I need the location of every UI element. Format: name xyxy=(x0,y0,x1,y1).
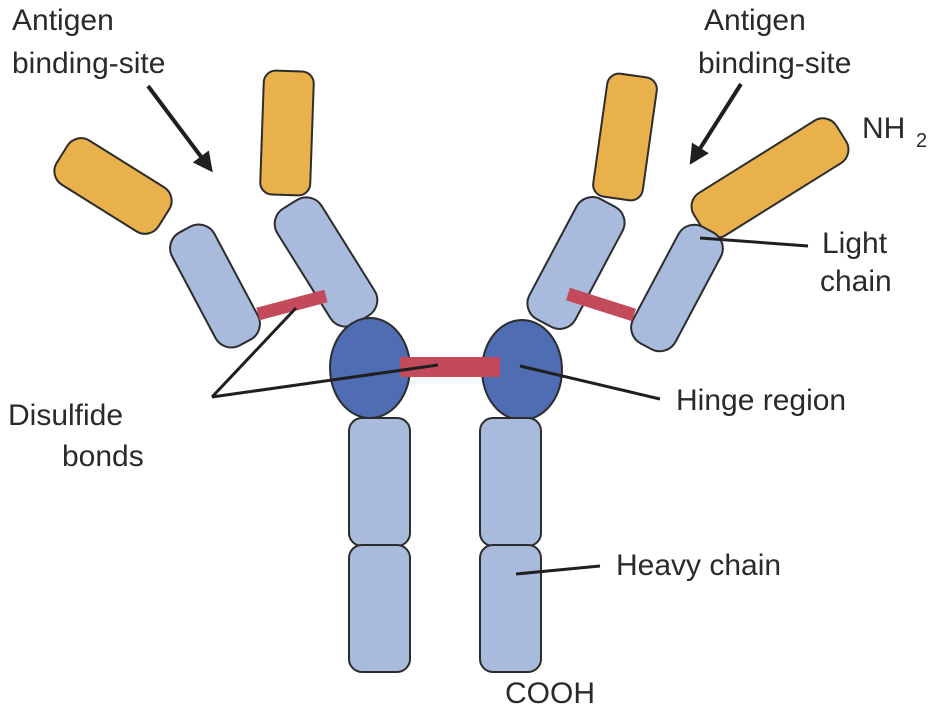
right-antigen-arrow xyxy=(694,84,741,158)
right-heavy-constant-domain-3 xyxy=(480,545,541,672)
left-heavy-constant-domain-3 xyxy=(349,545,410,672)
antigen-binding-site-left-label-line1: Antigen xyxy=(12,4,114,37)
antigen-binding-site-right-label-line2: binding-site xyxy=(698,47,851,80)
disulfide-bonds-label-line1: Disulfide xyxy=(8,399,123,432)
left-hinge-domain xyxy=(330,318,410,418)
antigen-binding-site-left-label-line2: binding-site xyxy=(12,47,165,80)
nh2-label-subscript: 2 xyxy=(916,130,927,152)
hinge-region-label: Hinge region xyxy=(676,384,846,417)
right-heavy-constant-domain-2 xyxy=(480,418,541,546)
left-light-constant-domain xyxy=(164,218,266,354)
light-chain-label-line1: Light xyxy=(822,227,888,260)
cooh-label: COOH xyxy=(505,677,595,710)
left-heavy-variable-domain xyxy=(260,70,314,196)
nh2-label: NH xyxy=(862,112,905,145)
antigen-binding-site-right-label-line1: Antigen xyxy=(704,4,806,37)
left-light-variable-domain xyxy=(48,132,177,240)
heavy-chain-label: Heavy chain xyxy=(616,549,781,582)
disulfide-bonds-label-line2: bonds xyxy=(62,440,144,473)
light-chain-label-line2: chain xyxy=(820,265,892,298)
right-heavy-variable-domain xyxy=(592,72,659,202)
left-heavy-constant-domain-2 xyxy=(349,418,410,546)
left-antigen-arrow xyxy=(148,86,208,166)
nh2-label-main: NH xyxy=(862,112,905,145)
